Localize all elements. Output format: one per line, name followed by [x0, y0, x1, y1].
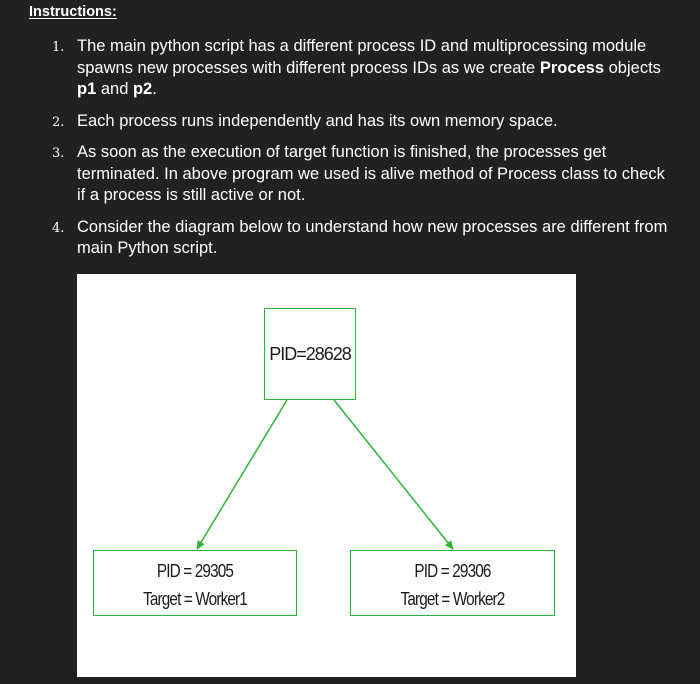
- worker2-pid: PID = 29306: [414, 561, 491, 581]
- worker1-target: Target = Worker1: [143, 589, 248, 609]
- list-item: 4. Consider the diagram below to underst…: [0, 217, 700, 260]
- keyword-p1: p1: [77, 80, 97, 98]
- list-item: 2. Each process runs independently and h…: [0, 111, 700, 133]
- main-process-pid: PID=28628: [269, 343, 352, 364]
- diagram-arrows: [196, 399, 454, 550]
- arrow-to-worker1: [196, 399, 288, 550]
- list-item-number: 4.: [52, 220, 65, 236]
- keyword-process: Process: [539, 58, 605, 77]
- list-item: 1. The main python script has a differen…: [0, 36, 700, 101]
- list-item-text: Each process runs independently and has …: [77, 111, 558, 130]
- instructions-list: 1. The main python script has a differen…: [0, 36, 700, 270]
- worker1-process-box: PID = 29305 Target = Worker1: [93, 550, 297, 616]
- list-item: 3. As soon as the execution of target fu…: [0, 142, 700, 207]
- instructions-heading: Instructions:: [29, 4, 117, 20]
- keyword-p2: p2: [132, 80, 153, 98]
- list-item-text: The main python script has a different p…: [77, 37, 661, 98]
- list-item-number: 2.: [52, 114, 65, 130]
- worker1-pid: PID = 29305: [156, 561, 234, 581]
- process-diagram: PID=28628 PID = 29305 Target = Worker1 P…: [77, 274, 576, 677]
- list-item-text: Consider the diagram below to understand…: [77, 217, 668, 258]
- arrow-to-worker2: [333, 399, 454, 550]
- worker2-process-box: PID = 29306 Target = Worker2: [350, 550, 555, 616]
- list-item-text: As soon as the execution of target funct…: [77, 143, 665, 204]
- worker2-target: Target = Worker2: [400, 589, 506, 609]
- list-item-number: 1.: [52, 40, 65, 55]
- list-item-number: 3.: [52, 146, 65, 161]
- main-process-box: PID=28628: [264, 308, 356, 400]
